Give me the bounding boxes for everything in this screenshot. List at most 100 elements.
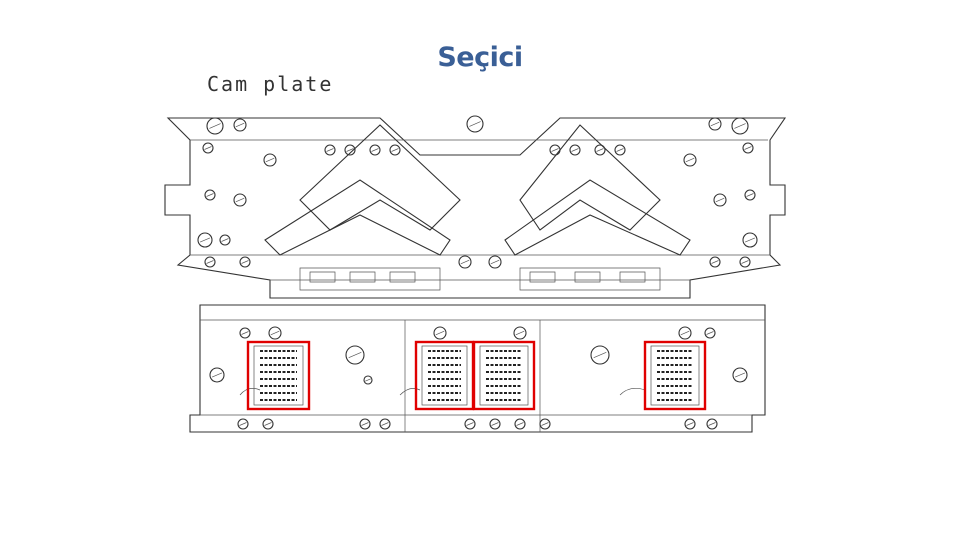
screw-icon: [369, 144, 381, 156]
screw-icon: [263, 153, 277, 167]
screw-icon: [489, 418, 501, 430]
screw-slot: [206, 260, 214, 264]
screw-icon: [324, 144, 336, 156]
screw-icon: [458, 255, 472, 269]
selector-block: [643, 340, 707, 411]
screw-slot: [199, 237, 211, 243]
screw-icon: [268, 326, 282, 340]
screw-icon: [514, 418, 526, 430]
screw-icon: [742, 232, 758, 248]
selector-highlight-box: [246, 340, 311, 411]
screw-slot: [706, 331, 714, 335]
screw-icon: [539, 418, 551, 430]
screw-icon: [590, 345, 610, 365]
screw-icon: [732, 367, 748, 383]
screw-icon: [683, 153, 697, 167]
screw-slot: [435, 330, 445, 336]
screw-icon: [744, 189, 756, 201]
screw-icon: [513, 326, 527, 340]
screw-icon: [706, 418, 718, 430]
screw-icon: [204, 189, 216, 201]
screw-slot: [685, 157, 695, 163]
screw-slot: [270, 330, 280, 336]
screw-icon: [708, 117, 722, 131]
screw-icon: [466, 115, 484, 133]
selector-body: [253, 345, 304, 406]
screw-slot: [708, 422, 716, 426]
screw-slot: [490, 259, 500, 265]
screw-icon: [594, 144, 606, 156]
slide-title: Seçici: [437, 42, 523, 73]
screw-icon: [204, 256, 216, 268]
screw-icon: [233, 193, 247, 207]
screw-slot: [206, 193, 214, 197]
screw-icon: [379, 418, 391, 430]
screw-icon: [239, 256, 251, 268]
screw-slot: [391, 148, 399, 152]
screw-slot: [241, 260, 249, 264]
screw-icon: [262, 418, 274, 430]
screw-icon: [614, 144, 626, 156]
screw-icon: [345, 345, 365, 365]
screw-slot: [734, 123, 746, 129]
screw-icon: [197, 232, 213, 248]
screw-icon: [206, 117, 224, 135]
screw-slot: [686, 422, 694, 426]
screw-slot: [744, 237, 756, 243]
selector-block: [414, 340, 475, 411]
screw-icon: [569, 144, 581, 156]
screw-icon: [713, 193, 727, 207]
screw-icon: [709, 256, 721, 268]
screw-slot: [491, 422, 499, 426]
screw-slot: [466, 422, 474, 426]
screw-slot: [516, 422, 524, 426]
screw-slot: [551, 148, 559, 152]
screw-slot: [235, 122, 245, 128]
selector-body: [421, 345, 468, 406]
screw-slot: [209, 123, 221, 129]
upper-plate: [164, 117, 787, 299]
screw-slot: [541, 422, 549, 426]
screw-slot: [381, 422, 389, 426]
selector-highlight-box: [643, 340, 707, 411]
selector-highlight-box: [414, 340, 475, 411]
screw-icon: [464, 418, 476, 430]
screw-slot: [744, 146, 752, 150]
screw-slot: [265, 157, 275, 163]
screw-slot: [680, 330, 690, 336]
screw-slot: [235, 197, 245, 203]
screw-icon: [219, 234, 231, 246]
screw-icon: [704, 327, 716, 339]
screw-slot: [346, 148, 354, 152]
screw-icon: [742, 142, 754, 154]
lower-plate: [189, 304, 766, 433]
screw-slot: [710, 121, 720, 127]
selector-highlight-box: [472, 340, 536, 411]
selector-body: [650, 345, 700, 406]
screw-slot: [593, 351, 607, 359]
screw-slot: [211, 372, 223, 378]
screw-slot: [204, 146, 212, 150]
screw-slot: [571, 148, 579, 152]
screw-icon: [684, 418, 696, 430]
screw-slot: [365, 378, 371, 382]
screw-slot: [746, 193, 754, 197]
screw-slot: [361, 422, 369, 426]
screw-icon: [344, 144, 356, 156]
screw-slot: [241, 331, 249, 335]
selector-block: [472, 340, 536, 411]
screw-slot: [371, 148, 379, 152]
screw-slot: [348, 351, 362, 359]
screw-icon: [549, 144, 561, 156]
screw-slot: [616, 148, 624, 152]
screw-icon: [202, 142, 214, 154]
screw-icon: [239, 327, 251, 339]
screw-icon: [363, 375, 373, 385]
screw-slot: [734, 372, 746, 378]
screw-icon: [433, 326, 447, 340]
screw-holes: [197, 115, 758, 430]
screw-slot: [741, 260, 749, 264]
screw-slot: [715, 197, 725, 203]
screw-slot: [515, 330, 525, 336]
